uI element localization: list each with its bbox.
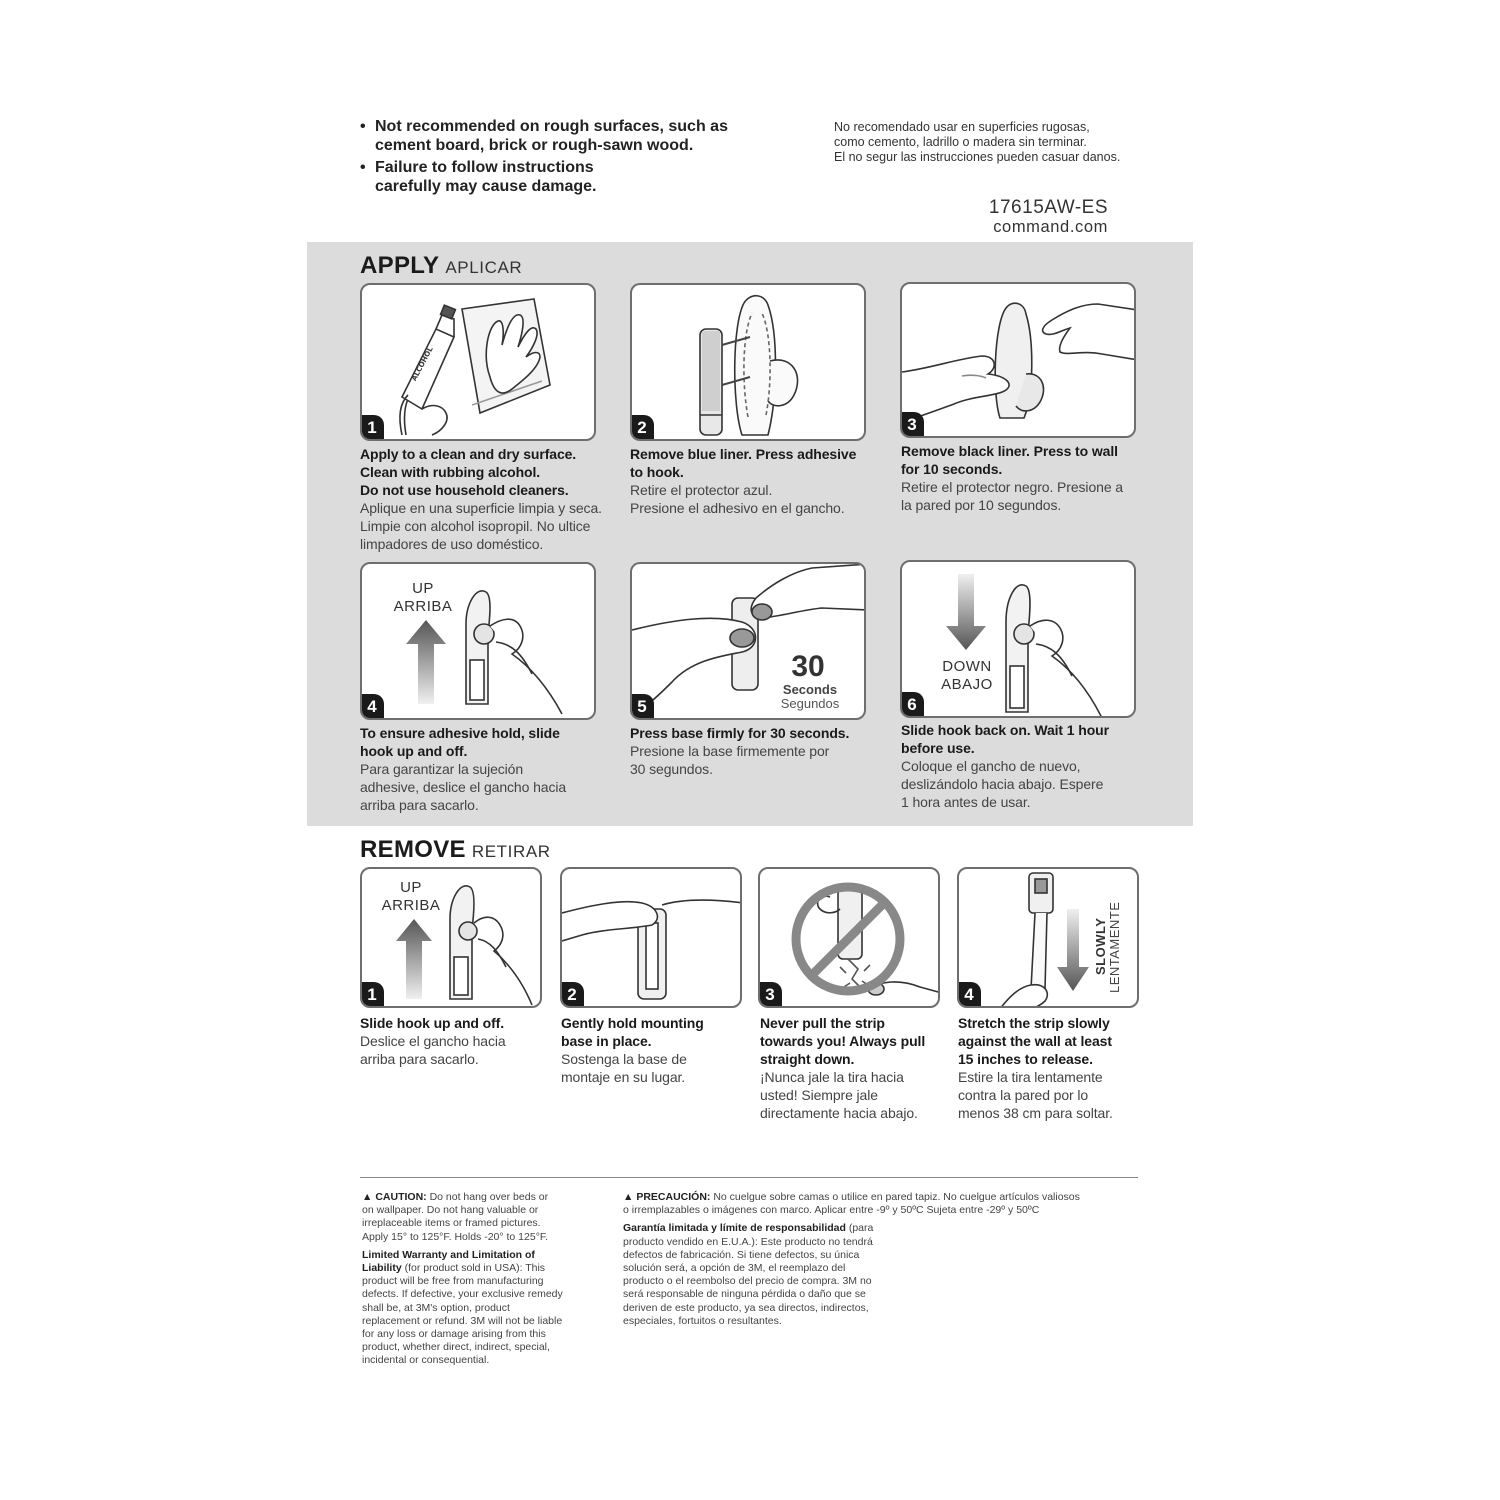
step-number-badge: 4 [959,982,981,1006]
do-not-pull-illustration [791,882,938,996]
warning-triangle-icon: ▲ [362,1191,373,1203]
up-arrow-icon [406,620,446,704]
warning-item: • Failure to follow instructions careful… [360,159,597,195]
apply-step-3-caption: Remove black liner. Press to wall for 10… [901,443,1123,513]
warning-list-es: No recomendado usar en superficies rugos… [834,120,1121,164]
apply-step-5-illustration: 30 Seconds Segundos 5 [630,562,866,720]
apply-step-1-illustration: ALCOHOL 1 [360,283,596,441]
step-number-badge: 1 [362,415,384,439]
press-base-illustration: 30 Seconds Segundos [632,564,864,717]
step-number-badge: 2 [562,982,584,1006]
remove-step-1-caption: Slide hook up and off. Deslice el gancho… [360,1015,506,1067]
timer-unit-es: Segundos [781,696,840,711]
direction-label: UP ARRIBA [393,580,453,615]
remove-step-2-caption: Gently hold mounting base in place. Sost… [561,1015,704,1085]
step-number-badge: 3 [760,982,782,1006]
apply-step-1-caption: Apply to a clean and dry surface. Clean … [360,446,602,552]
step-number-badge: 6 [902,692,924,716]
warning-list-en: • Not recommended on rough surfaces, suc… [360,118,780,200]
step-number-badge: 2 [632,415,654,439]
website-link[interactable]: command.com [993,218,1108,236]
timer-value: 30 [791,650,824,683]
direction-label: DOWN ABAJO [941,658,993,693]
direction-label: UP ARRIBA [381,879,441,914]
precaucion-es: ▲ PRECAUCIÓN: No cuelgue sobre camas o u… [623,1191,1080,1327]
remove-step-3-caption: Never pull the strip towards you! Always… [760,1015,926,1121]
stretch-strip-illustration: SLOWLY LENTAMENTE [1001,872,1122,1006]
step-number-badge: 3 [902,412,924,436]
timer-unit-en: Seconds [783,682,837,697]
up-arrow-icon [396,919,432,999]
press-to-wall-illustration [902,302,1134,423]
remove-step-2-illustration: 2 [560,867,742,1008]
hold-base-illustration [562,899,740,1000]
slide-down-illustration [946,574,1102,716]
remove-step-4-caption: Stretch the strip slowly against the wal… [958,1015,1113,1121]
product-code: 17615AW-ES [988,197,1108,218]
remove-step-1-illustration: UP ARRIBA 1 [360,867,542,1008]
remove-step-4-illustration: SLOWLY LENTAMENTE 4 [957,867,1139,1008]
apply-step-6-illustration: DOWN ABAJO 6 [900,560,1136,718]
prohibited-icon [791,882,905,996]
remove-slide-up-illustration [396,885,533,1006]
step-number-badge: 1 [362,982,384,1006]
apply-step-4-caption: To ensure adhesive hold, slide hook up a… [360,725,567,813]
down-arrow-icon [946,574,986,650]
warning-item: • Not recommended on rough surfaces, suc… [360,118,728,154]
caution-en: ▲ CAUTION: Do not hang over beds or on w… [362,1191,563,1367]
adhesive-to-hook-illustration [699,294,799,436]
remove-step-3-illustration: 3 [758,867,940,1008]
clean-surface-illustration: ALCOHOL [399,298,551,436]
apply-step-2-caption: Remove blue liner. Press adhesive to hoo… [630,446,857,516]
step-number-badge: 4 [362,694,384,718]
bullet-icon: • [360,118,366,135]
footer-divider [360,1177,1138,1178]
step-number-badge: 5 [632,694,654,718]
apply-step-6-caption: Slide hook back on. Wait 1 hour before u… [901,722,1109,810]
slowly-label: SLOWLY [1093,918,1108,975]
warning-triangle-icon: ▲ [623,1191,634,1203]
apply-step-3-illustration: 3 [900,282,1136,438]
bullet-icon: • [360,159,366,176]
apply-step-5-caption: Press base firmly for 30 seconds. Presio… [630,725,850,777]
apply-step-2-illustration: 2 [630,283,866,441]
slide-up-illustration [406,590,563,715]
lentamente-label: LENTAMENTE [1107,902,1122,993]
apply-step-4-illustration: UP ARRIBA 4 [360,562,596,720]
down-arrow-icon [1057,909,1089,991]
